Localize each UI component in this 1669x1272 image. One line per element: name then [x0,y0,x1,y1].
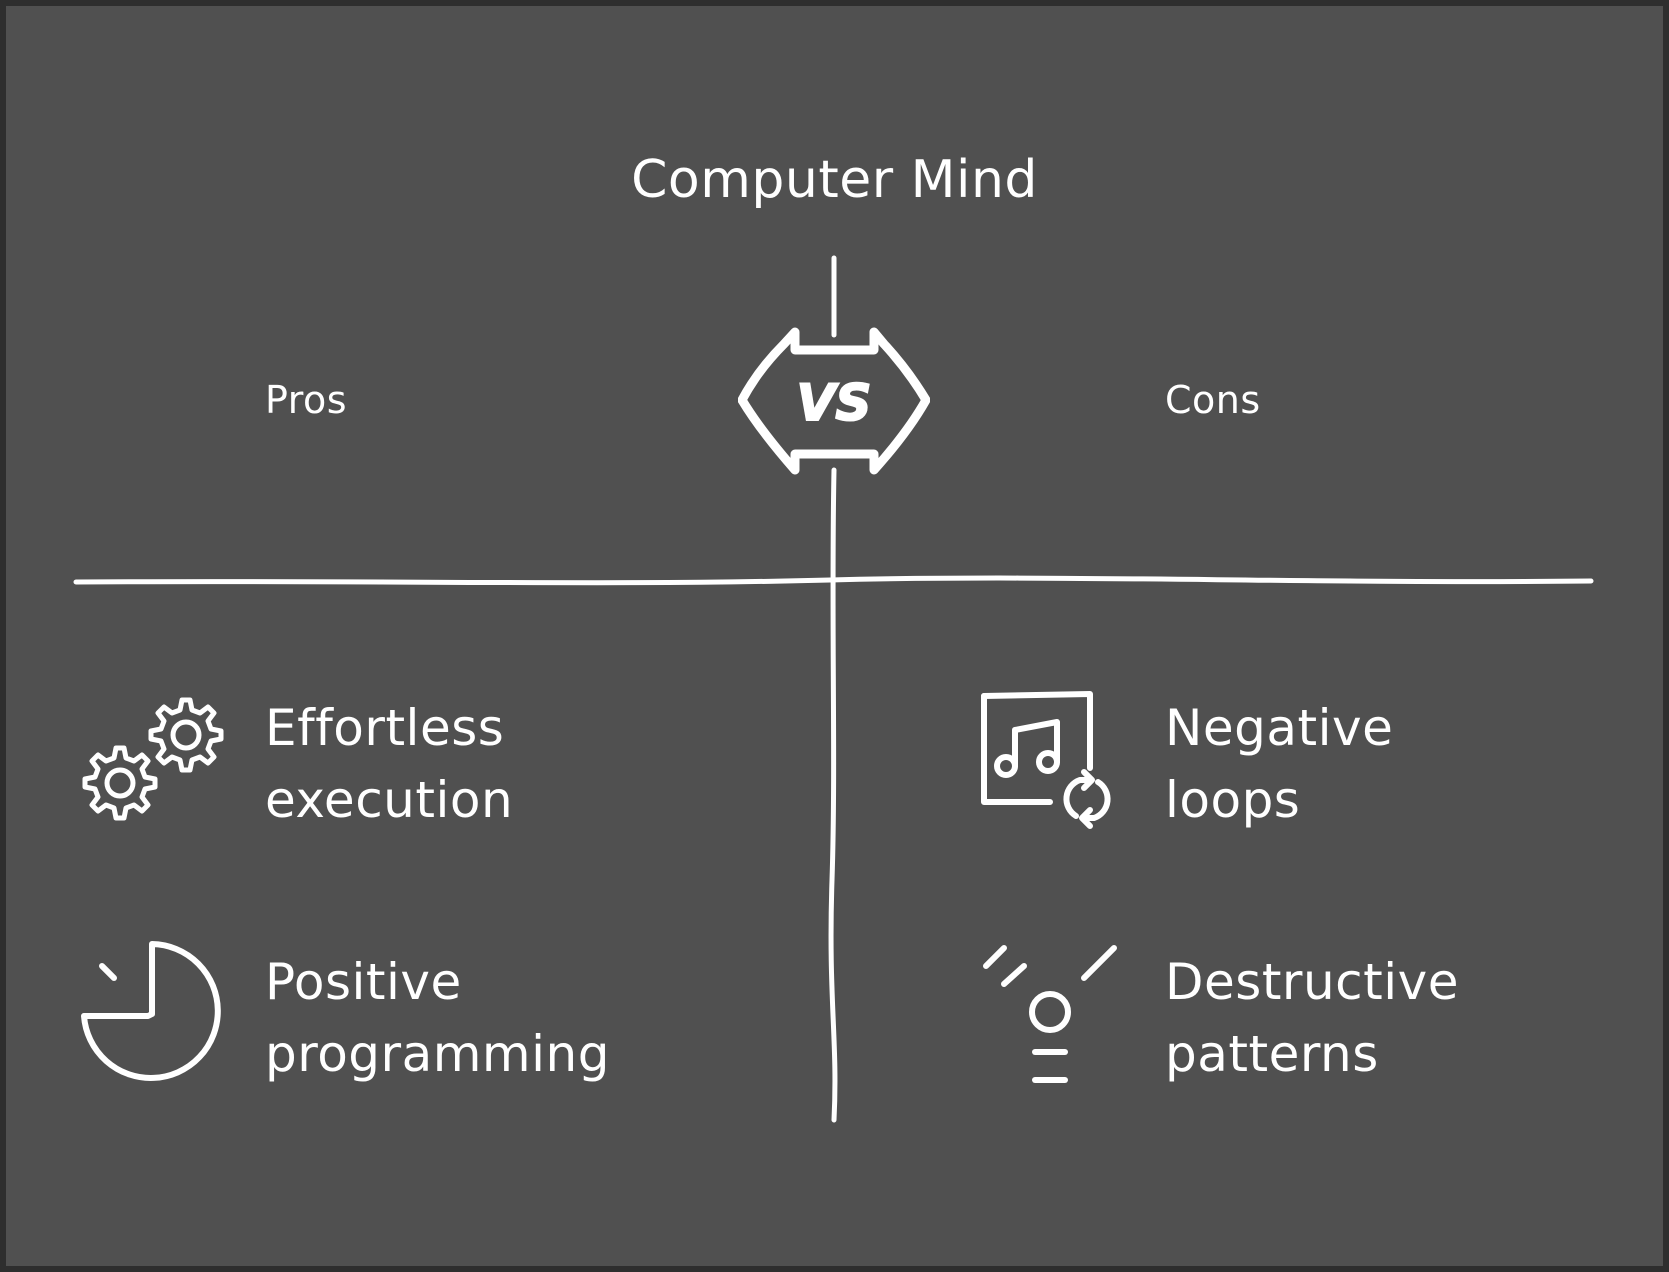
music-repeat-icon [976,688,1126,838]
vs-badge: VS [737,322,931,482]
vertical-divider-bottom [828,467,838,1123]
cons-item-destructive: Destructive patterns [1165,953,1460,1083]
cons-label: Cons [1165,378,1261,422]
pros-item-positive: Positive programming [265,953,610,1083]
page-title: Computer Mind [631,150,1038,210]
lightbulb-icon [980,940,1120,1090]
horizontal-divider [73,575,1594,586]
cons-item-negative: Negative loops [1165,699,1394,829]
pie-chart-icon [76,938,226,1088]
pros-item-effortless: Effortless execution [265,699,514,829]
pros-label: Pros [265,378,348,422]
gears-icon [74,690,234,830]
vs-label: VS [797,374,872,432]
